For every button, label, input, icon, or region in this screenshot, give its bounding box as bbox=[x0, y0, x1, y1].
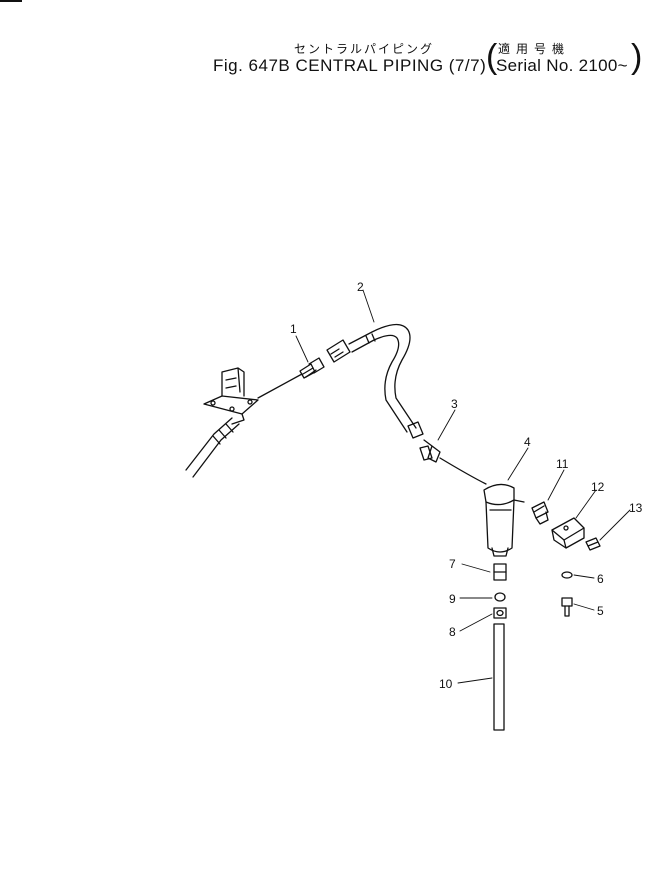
callout-9: 9 bbox=[449, 592, 456, 606]
nipple-fitting bbox=[493, 563, 507, 581]
plug bbox=[585, 537, 601, 551]
callout-1: 1 bbox=[290, 322, 297, 336]
callout-7: 7 bbox=[449, 557, 456, 571]
adapter-fitting bbox=[299, 357, 325, 379]
callout-6: 6 bbox=[597, 572, 604, 586]
callout-8: 8 bbox=[449, 625, 456, 639]
callout-5: 5 bbox=[597, 604, 604, 618]
leader-lines bbox=[295, 289, 631, 684]
callout-10: 10 bbox=[439, 677, 453, 691]
elbow-fitting bbox=[419, 439, 441, 463]
paren-right: ) bbox=[631, 38, 643, 76]
callout-2: 2 bbox=[357, 280, 364, 294]
title-japanese: セントラルパイピング bbox=[294, 42, 435, 56]
applicability-japanese: 適用号機 bbox=[498, 42, 571, 56]
serial-number: Serial No. 2100~ bbox=[496, 56, 628, 75]
connection-line-filter bbox=[439, 457, 487, 485]
o-ring bbox=[494, 592, 506, 602]
junction-block bbox=[551, 517, 585, 549]
callout-11: 11 bbox=[556, 457, 569, 471]
connector-fitting bbox=[531, 501, 549, 525]
connection-line-bracket bbox=[257, 373, 303, 399]
figure-title: Fig. 647B CENTRAL PIPING (7/7) bbox=[213, 56, 487, 75]
hose-assembly bbox=[326, 323, 424, 439]
bolt bbox=[561, 597, 573, 617]
tube bbox=[493, 623, 505, 731]
callout-12: 12 bbox=[591, 480, 605, 494]
callout-3: 3 bbox=[451, 397, 458, 411]
washer bbox=[561, 571, 573, 579]
corner-mark bbox=[0, 0, 22, 2]
paren-left: ( bbox=[486, 38, 498, 76]
line-filter bbox=[483, 483, 525, 557]
callout-4: 4 bbox=[524, 435, 531, 449]
callout-13: 13 bbox=[629, 501, 643, 515]
nut bbox=[493, 607, 507, 619]
mounting-bracket bbox=[185, 367, 259, 478]
